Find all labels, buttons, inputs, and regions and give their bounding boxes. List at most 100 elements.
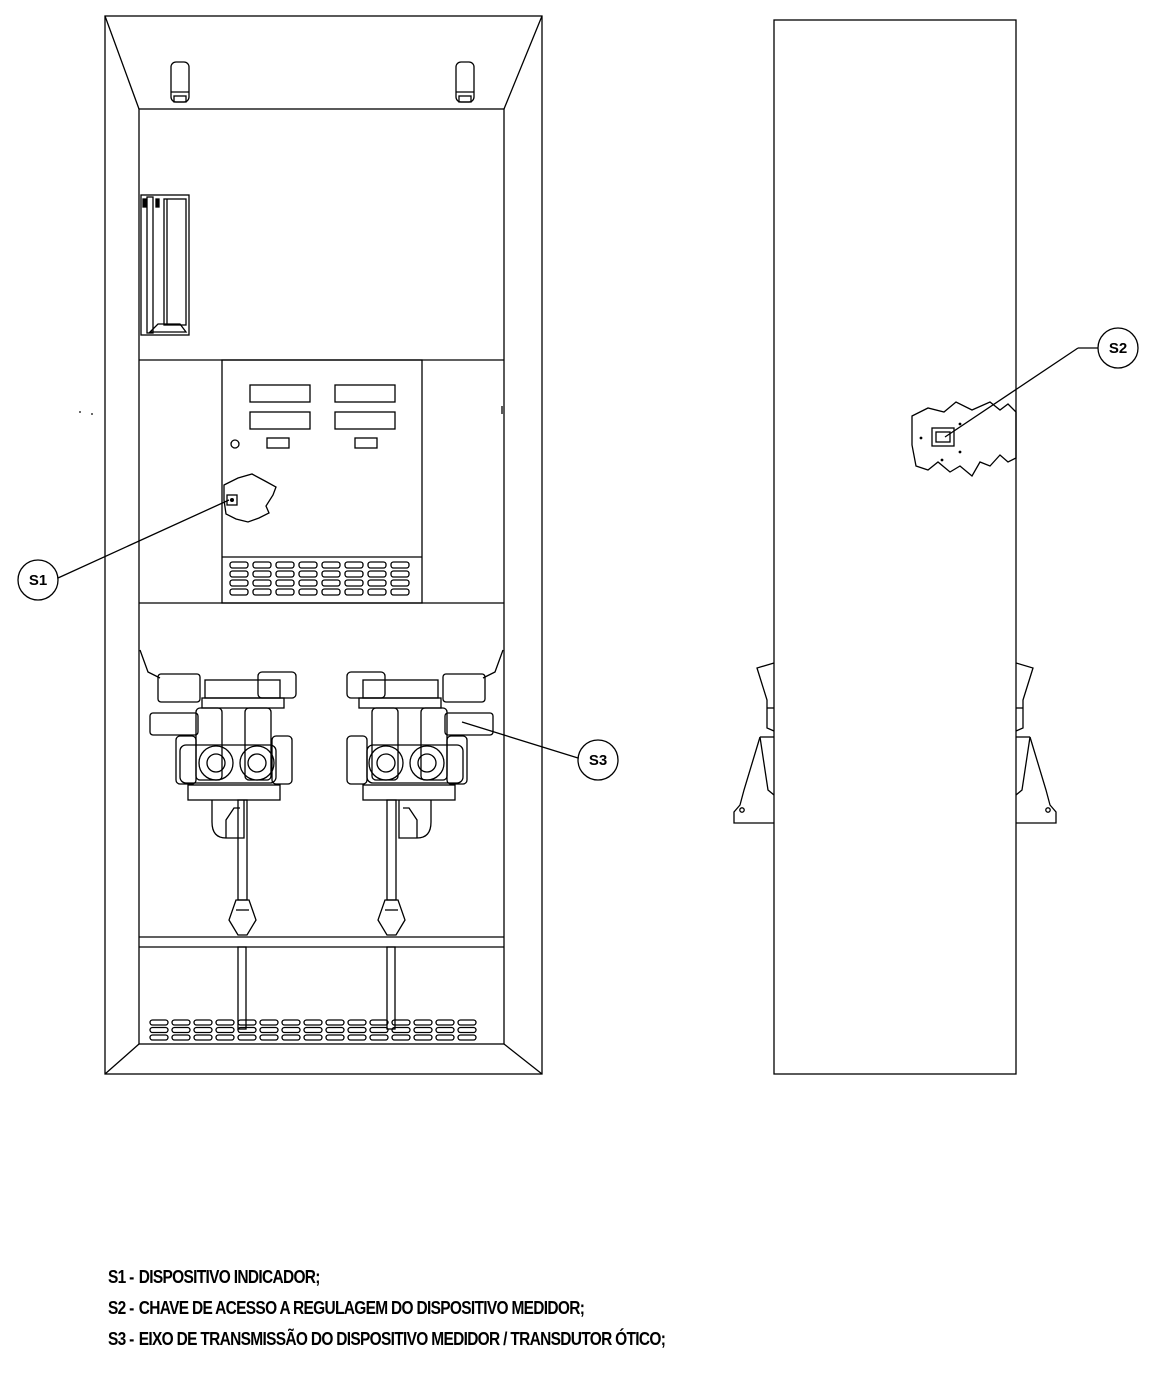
louver-slot: [325, 1019, 345, 1026]
louver-slot: [390, 561, 410, 569]
louver-slot: [321, 570, 341, 578]
louver-slot: [391, 1026, 411, 1034]
louver-slot: [435, 1034, 455, 1041]
louver-slot: [252, 570, 272, 578]
legend-text: EIXO DE TRANSMISSÃO DO DISPOSITIVO MEDID…: [138, 1329, 666, 1349]
louver-slot: [413, 1026, 433, 1034]
louver-slot: [298, 561, 318, 569]
louver-slot: [281, 1019, 301, 1026]
louver-vents-bottom: [149, 1019, 477, 1041]
louver-slot: [149, 1026, 169, 1034]
louver-slot: [367, 570, 387, 578]
nozzle-holder: [140, 194, 190, 336]
louver-slot: [171, 1026, 191, 1034]
louver-slot: [347, 1019, 367, 1026]
top-hook-right: [455, 61, 475, 103]
louver-slot: [390, 579, 410, 587]
louver-slot: [237, 1019, 257, 1026]
louver-slot: [413, 1034, 433, 1041]
louver-slot: [215, 1019, 235, 1026]
louver-slot: [321, 588, 341, 596]
louver-slot: [252, 588, 272, 596]
top-hook-left: [170, 61, 190, 103]
louver-slot: [435, 1019, 455, 1026]
louver-slot: [229, 570, 249, 578]
louver-slot: [390, 588, 410, 596]
louver-slot: [391, 1019, 411, 1026]
louver-slot: [367, 588, 387, 596]
louver-slot: [229, 579, 249, 587]
louver-slot: [344, 579, 364, 587]
louver-slot: [252, 561, 272, 569]
louver-slot: [275, 561, 295, 569]
louver-slot: [344, 561, 364, 569]
louver-slot: [171, 1034, 191, 1041]
louver-slot: [215, 1026, 235, 1034]
legend-code: S2 -: [108, 1298, 134, 1318]
louver-slot: [457, 1019, 477, 1026]
louver-slot: [347, 1026, 367, 1034]
louver-slot: [457, 1034, 477, 1041]
legend: S1 -DISPOSITIVO INDICADOR; S2 -CHAVE DE …: [108, 1262, 762, 1355]
side-view: [733, 19, 1057, 1075]
louver-slot: [229, 588, 249, 596]
legend-code: S1 -: [108, 1267, 134, 1287]
louver-slot: [367, 579, 387, 587]
callout-s3: S3: [461, 721, 619, 781]
louver-slot: [391, 1034, 411, 1041]
louver-slot: [215, 1034, 235, 1041]
callout-s3-label: S3: [589, 752, 607, 769]
legend-item: S1 -DISPOSITIVO INDICADOR;: [108, 1262, 670, 1293]
louver-slot: [344, 588, 364, 596]
legend-item: S3 -EIXO DE TRANSMISSÃO DO DISPOSITIVO M…: [108, 1324, 670, 1355]
callout-s1-label: S1: [29, 572, 47, 589]
callout-s2-label: S2: [1109, 340, 1127, 357]
indicator-device: [221, 359, 423, 604]
louver-slot: [321, 561, 341, 569]
louver-slot: [321, 579, 341, 587]
louver-slot: [298, 579, 318, 587]
louver-slot: [237, 1034, 257, 1041]
louver-slot: [229, 561, 249, 569]
louver-slot: [193, 1026, 213, 1034]
louver-slot: [259, 1019, 279, 1026]
hydraulic-unit-left: [139, 649, 297, 1030]
legend-code: S3 -: [108, 1329, 134, 1349]
louver-slot: [298, 570, 318, 578]
louver-slot: [259, 1026, 279, 1034]
louver-slot: [171, 1019, 191, 1026]
louver-slot: [303, 1019, 323, 1026]
louver-slot: [344, 570, 364, 578]
louver-slot: [390, 570, 410, 578]
legend-text: CHAVE DE ACESSO A REGULAGEM DO DISPOSITI…: [138, 1298, 585, 1318]
louver-slot: [275, 579, 295, 587]
louver-slot: [367, 561, 387, 569]
louver-slot: [298, 588, 318, 596]
louver-slot: [347, 1034, 367, 1041]
legend-text: DISPOSITIVO INDICADOR;: [138, 1267, 321, 1287]
front-view: [79, 15, 543, 1075]
hydraulic-unit-right: [346, 649, 504, 1030]
louver-slot: [281, 1026, 301, 1034]
louver-slot: [369, 1019, 389, 1026]
louver-slot: [369, 1034, 389, 1041]
louver-slot: [457, 1026, 477, 1034]
louver-slot: [237, 1026, 257, 1034]
louver-slot: [275, 588, 295, 596]
side-hook-left: [733, 662, 775, 824]
louver-slot: [303, 1034, 323, 1041]
louver-slot: [369, 1026, 389, 1034]
louver-slot: [435, 1026, 455, 1034]
louver-slot: [259, 1034, 279, 1041]
access-key-cutout: [911, 401, 1017, 477]
louver-vents-panel: [229, 561, 410, 596]
louver-slot: [193, 1034, 213, 1041]
louver-slot: [413, 1019, 433, 1026]
louver-slot: [149, 1019, 169, 1026]
louver-slot: [325, 1034, 345, 1041]
louver-slot: [193, 1019, 213, 1026]
louver-slot: [281, 1034, 301, 1041]
callout-s1: S1: [17, 499, 230, 601]
louver-slot: [325, 1026, 345, 1034]
